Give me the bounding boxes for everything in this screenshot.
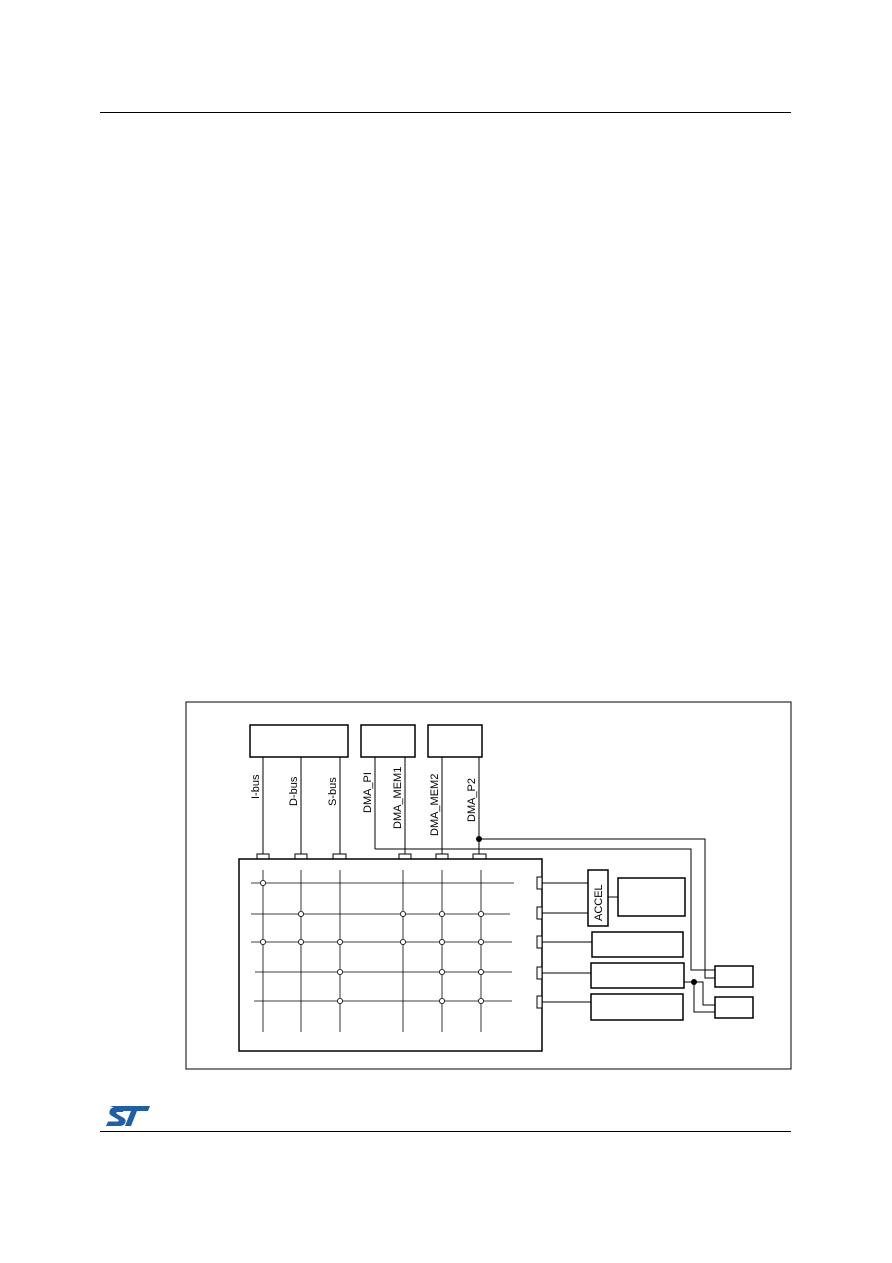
master-bus-wires bbox=[262, 757, 715, 1013]
bus-label-dma-pi: DMA_PI bbox=[362, 772, 374, 813]
bus-label-dma-p2: DMA_P2 bbox=[466, 778, 478, 822]
dma-p2-junction bbox=[476, 836, 482, 842]
peripheral-block-2 bbox=[714, 996, 754, 1019]
accel-label: ACCEL bbox=[593, 884, 605, 921]
matrix-grid bbox=[251, 870, 514, 1032]
master-port-tabs bbox=[256, 853, 487, 860]
dma1-block bbox=[360, 724, 416, 758]
flash-block bbox=[617, 877, 686, 917]
bus-label-dma-mem2: DMA_MEM2 bbox=[429, 774, 441, 836]
cpu-block bbox=[249, 724, 349, 758]
figure-frame bbox=[185, 701, 792, 1070]
bus-label-i-bus: I-bus bbox=[250, 774, 262, 799]
bus-label-dma-mem1: DMA_MEM1 bbox=[392, 767, 404, 829]
st-logo bbox=[106, 1106, 150, 1126]
slave-block-1 bbox=[591, 931, 684, 958]
slave-junction bbox=[691, 979, 697, 985]
dma2-block bbox=[427, 724, 483, 758]
header-rule bbox=[100, 112, 791, 113]
bus-label-s-bus: S-bus bbox=[327, 777, 339, 806]
slave-block-2 bbox=[590, 962, 685, 989]
accel-block bbox=[587, 869, 609, 927]
matrix-nodes bbox=[259, 880, 484, 1005]
bus-label-d-bus: D-bus bbox=[288, 776, 300, 806]
slave-block-3 bbox=[590, 993, 684, 1021]
peripheral-block-1 bbox=[714, 965, 754, 988]
bus-matrix bbox=[238, 858, 543, 1052]
footer-rule bbox=[100, 1131, 791, 1132]
slave-wires bbox=[542, 882, 618, 1003]
